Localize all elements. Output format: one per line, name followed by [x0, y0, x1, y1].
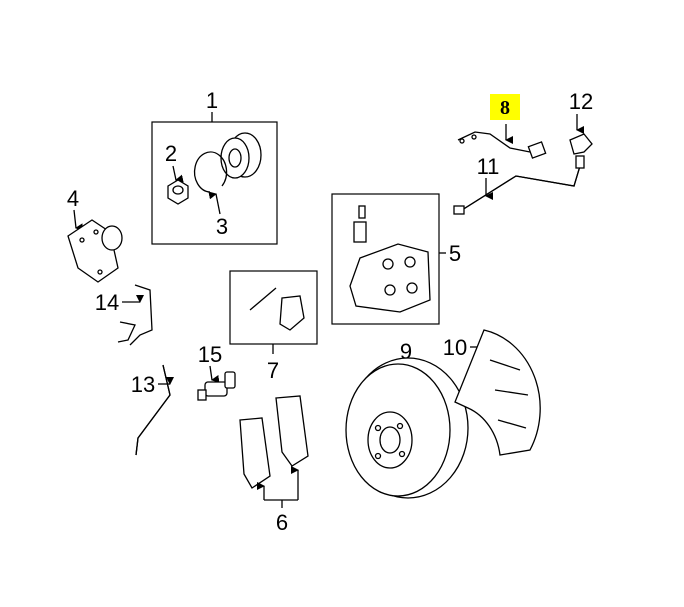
hub-nut — [167, 179, 189, 205]
svg-text:10: 10 — [443, 335, 467, 360]
brake-pads — [239, 395, 309, 489]
callout-11[interactable]: 11 — [477, 154, 500, 200]
hardware-box — [229, 270, 318, 345]
brake-switch — [197, 371, 236, 401]
brake-caliper — [349, 243, 431, 313]
svg-text:8: 8 — [500, 97, 510, 119]
svg-text:15: 15 — [198, 342, 222, 367]
callout-6[interactable]: 6 — [257, 466, 299, 535]
svg-text:3: 3 — [216, 214, 228, 239]
hose-bracket — [569, 133, 593, 155]
dust-shield — [454, 329, 541, 456]
callout-3[interactable]: 3 — [208, 191, 228, 239]
svg-text:13: 13 — [131, 372, 155, 397]
svg-text:14: 14 — [95, 290, 119, 315]
callout-13[interactable]: 13 — [131, 372, 174, 397]
caliper-box — [331, 193, 440, 325]
svg-text:1: 1 — [206, 88, 218, 113]
guide-pin-and-clip — [249, 287, 305, 331]
wear-sensor — [457, 131, 547, 159]
wheel-bearing — [220, 132, 262, 179]
spring-clip — [117, 284, 153, 346]
svg-text:7: 7 — [267, 358, 279, 383]
bleeder-screw — [353, 205, 367, 243]
brake-rotor — [345, 357, 469, 499]
callout-4[interactable]: 4 — [67, 186, 84, 232]
callout-12[interactable]: 12 — [569, 89, 593, 134]
bearing-kit-box — [151, 121, 278, 245]
callout-7[interactable]: 7 — [267, 344, 279, 383]
svg-text:12: 12 — [569, 89, 593, 114]
brake-line — [453, 155, 585, 215]
callout-14[interactable]: 14 — [95, 290, 144, 315]
svg-text:11: 11 — [477, 154, 500, 179]
callout-2[interactable]: 2 — [165, 141, 184, 183]
callout-8[interactable]: 8 — [490, 94, 520, 144]
highlight-box — [490, 94, 520, 120]
callout-15[interactable]: 15 — [198, 342, 222, 383]
svg-text:4: 4 — [67, 186, 79, 211]
callout-1[interactable]: 1 — [151, 88, 278, 245]
svg-text:5: 5 — [449, 241, 461, 266]
svg-text:2: 2 — [165, 141, 177, 166]
svg-text:6: 6 — [276, 510, 288, 535]
wheel-hub — [67, 219, 123, 283]
brake-hose — [135, 364, 171, 456]
snap-ring — [193, 151, 228, 193]
callout-5[interactable]: 5 — [439, 241, 461, 266]
